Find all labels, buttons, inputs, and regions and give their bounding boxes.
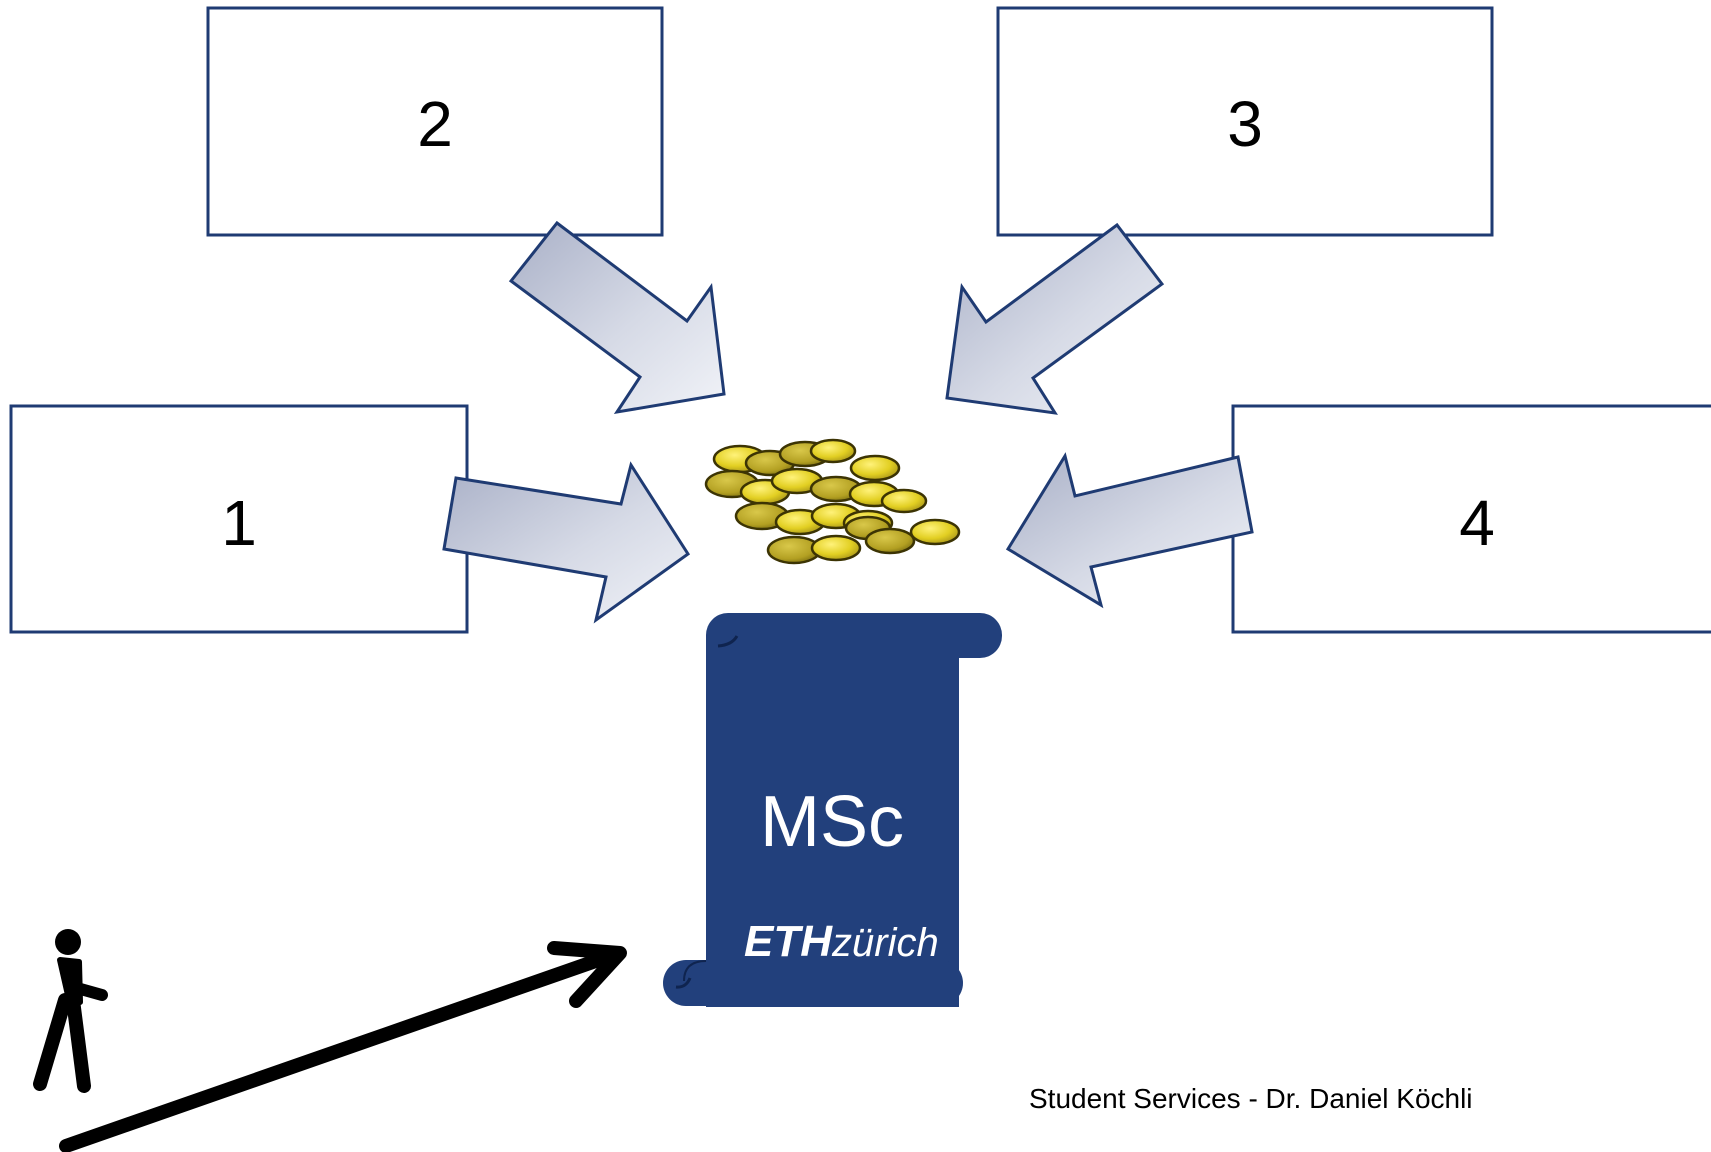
box-1: 1	[9, 404, 469, 634]
eth-zurich-logo: ETH zürich	[744, 917, 939, 966]
degree-title: MSc	[760, 782, 904, 862]
arrow-from-box-2	[508, 220, 726, 415]
coin-pile-icon	[704, 438, 961, 565]
arrow-from-box-3	[945, 222, 1165, 415]
box-2: 2	[206, 6, 664, 237]
box-2-label: 2	[417, 88, 453, 160]
box-3-label: 3	[1227, 88, 1263, 160]
box-4: 4	[1231, 404, 1711, 634]
walking-person-icon	[33, 929, 108, 1093]
eth-logo-light: zürich	[831, 921, 939, 965]
msc-degree-scroll: MSc ETH zürich	[663, 613, 1002, 1007]
box-3: 3	[996, 6, 1494, 237]
footer-text: Student Services - Dr. Daniel Köchli	[1029, 1083, 1473, 1114]
eth-logo-bold: ETH	[744, 917, 833, 966]
box-4-label: 4	[1459, 487, 1495, 559]
arrow-from-box-1	[442, 461, 691, 624]
arrow-icon	[59, 941, 627, 1152]
arrow-from-box-4	[1005, 452, 1254, 609]
box-1-label: 1	[221, 487, 257, 559]
